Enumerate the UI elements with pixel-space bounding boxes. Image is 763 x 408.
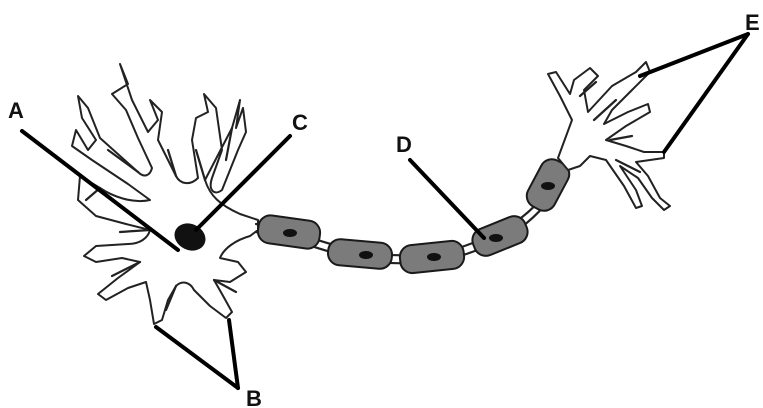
axon-terminals xyxy=(548,62,670,210)
label-e: E xyxy=(745,10,760,35)
label-b: B xyxy=(246,386,262,408)
leader-b-right xyxy=(229,320,238,388)
leader-d xyxy=(410,160,484,238)
myelin-sheath-4 xyxy=(469,213,531,260)
label-a: A xyxy=(8,98,24,123)
label-c: C xyxy=(292,110,308,135)
myelin-sheath-1 xyxy=(256,214,321,250)
myelin-sheath-3 xyxy=(399,240,466,275)
label-d: D xyxy=(396,132,412,157)
axon xyxy=(256,155,573,274)
myelin-sheath-2 xyxy=(327,238,393,269)
leader-b-left xyxy=(156,327,238,388)
